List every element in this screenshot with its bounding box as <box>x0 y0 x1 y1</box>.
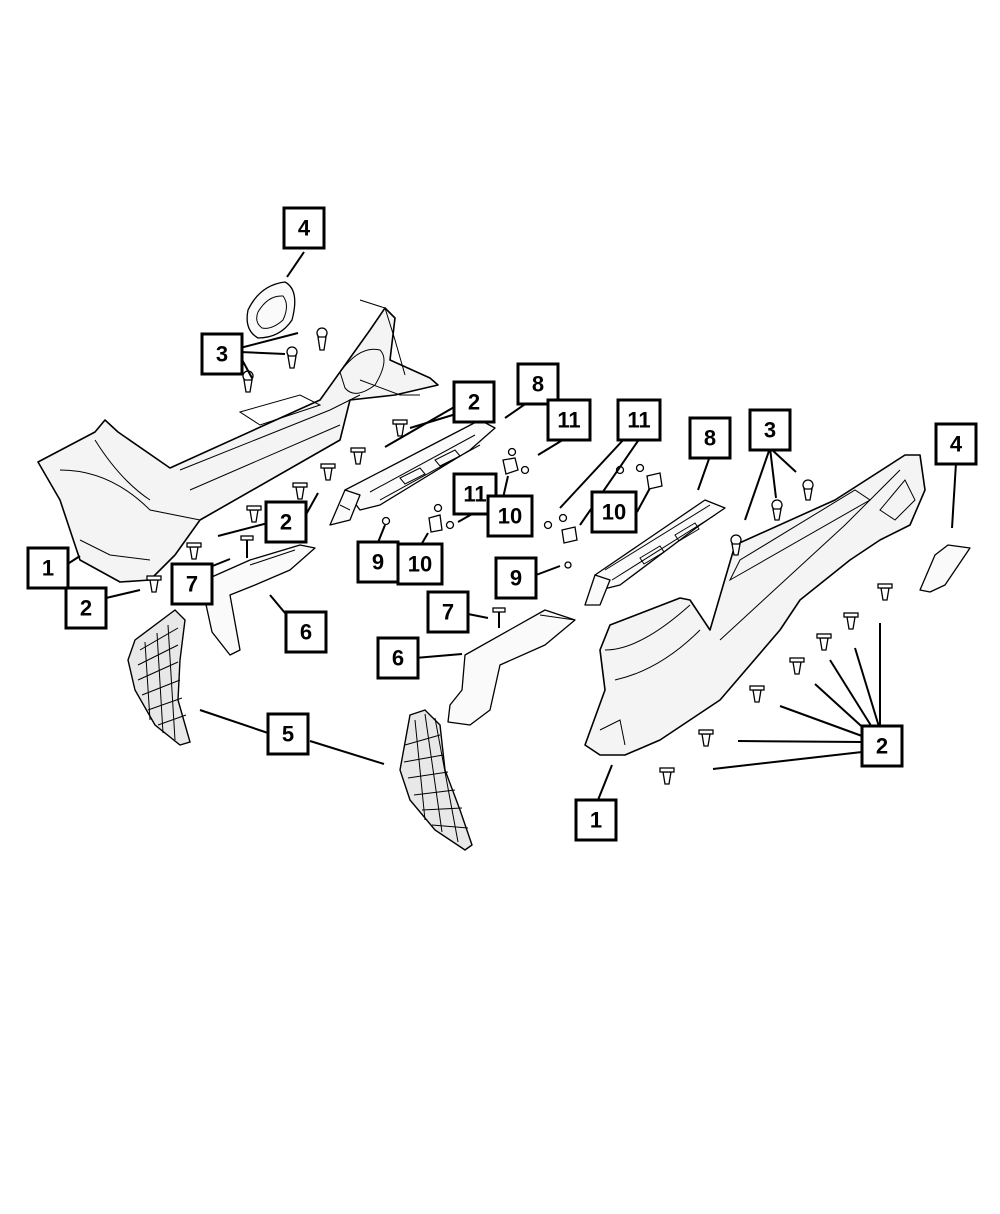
callout-label: 2 <box>468 390 480 415</box>
callout-label: 3 <box>764 418 776 443</box>
right-end-cap <box>919 544 971 593</box>
right-grille <box>399 709 473 851</box>
callout-label: 4 <box>950 432 963 457</box>
callout-10-a: 10 <box>486 494 534 538</box>
bracket-fastener <box>428 514 443 533</box>
callout-8-left: 8 <box>516 362 560 406</box>
callout-2-upper-left: 2 <box>452 380 496 424</box>
push-pin-fastener <box>659 767 675 785</box>
push-pin-fastener <box>246 505 262 523</box>
callout-label: 2 <box>80 596 92 621</box>
clip-fastener <box>771 499 783 521</box>
bolt-fastener <box>240 535 254 558</box>
callout-1-right: 1 <box>574 798 618 842</box>
clip-fastener <box>316 327 328 351</box>
callout-2-right: 2 <box>860 724 904 768</box>
callout-10-c: 10 <box>396 542 444 586</box>
small-screw <box>558 513 568 523</box>
push-pin-fastener <box>350 447 366 465</box>
callout-label: 1 <box>590 808 602 833</box>
push-pin-fastener <box>146 575 162 593</box>
push-pin-fastener <box>292 482 308 500</box>
clip-fastener <box>286 346 298 369</box>
callout-1-left: 1 <box>26 546 70 590</box>
callout-label: 6 <box>300 620 312 645</box>
callouts: 4 3 2 8 11 11 8 3 4 11 10 10 2 1 9 10 7 … <box>26 206 978 842</box>
left-sill-carrier <box>329 419 496 526</box>
push-pin-fastener <box>877 583 893 601</box>
small-screw <box>543 520 553 530</box>
callout-label: 10 <box>408 552 432 577</box>
small-screw <box>445 520 455 530</box>
push-pin-fastener <box>698 729 714 747</box>
left-splash-shield <box>204 544 316 656</box>
callout-label: 10 <box>602 500 626 525</box>
callout-label: 2 <box>876 734 888 759</box>
callout-label: 9 <box>510 566 522 591</box>
callout-label: 7 <box>442 600 454 625</box>
callout-4-right: 4 <box>934 422 978 466</box>
callout-label: 5 <box>282 722 294 747</box>
callout-label: 11 <box>557 408 580 433</box>
small-screw <box>507 447 517 457</box>
small-screw <box>635 463 645 473</box>
callout-label: 1 <box>42 556 54 581</box>
left-sill-molding <box>37 299 439 583</box>
small-screw <box>433 503 443 513</box>
callout-9-right: 9 <box>494 556 538 600</box>
right-sill-molding <box>584 454 926 756</box>
callout-3-right: 3 <box>748 408 792 452</box>
right-sill-carrier <box>584 499 726 606</box>
left-end-cap <box>246 281 296 339</box>
callout-label: 8 <box>704 426 716 451</box>
callout-4-left: 4 <box>282 206 326 250</box>
bolt-fastener <box>492 607 506 628</box>
callout-label: 3 <box>216 342 228 367</box>
push-pin-fastener <box>789 657 805 675</box>
callout-11-a: 11 <box>546 398 592 442</box>
callout-7-right: 7 <box>426 590 470 634</box>
callout-8-right: 8 <box>688 416 732 460</box>
push-pin-fastener <box>816 633 832 651</box>
callout-label: 11 <box>627 408 650 433</box>
right-splash-shield <box>447 609 576 726</box>
callout-9-left: 9 <box>356 540 400 584</box>
callout-label: 10 <box>498 504 522 529</box>
callout-label: 4 <box>298 216 311 241</box>
callout-11-b: 11 <box>616 398 662 442</box>
push-pin-fastener <box>320 463 336 481</box>
callout-label: 2 <box>280 510 292 535</box>
callout-label: 8 <box>532 372 544 397</box>
callout-10-b: 10 <box>590 490 638 534</box>
clip-fastener <box>730 534 742 556</box>
clip-fastener <box>242 370 254 393</box>
left-grille <box>127 609 191 746</box>
callout-5: 5 <box>266 712 310 756</box>
callout-3-left: 3 <box>200 332 244 376</box>
push-pin-fastener <box>392 419 408 437</box>
push-pin-fastener <box>749 685 765 703</box>
callout-label: 6 <box>392 646 404 671</box>
clip-fastener <box>802 479 814 501</box>
push-pin-fastener <box>186 542 202 560</box>
callout-2-mid-left: 2 <box>264 500 308 544</box>
callout-label: 9 <box>372 550 384 575</box>
callout-6-left: 6 <box>284 610 328 654</box>
small-screw <box>520 465 530 475</box>
callout-2-lower-left: 2 <box>64 586 108 630</box>
bracket-fastener <box>646 472 663 490</box>
push-pin-fastener <box>843 612 859 630</box>
callout-label: 11 <box>463 482 486 507</box>
callout-label: 7 <box>186 572 198 597</box>
small-screw <box>564 561 572 569</box>
small-screw <box>381 516 391 526</box>
bracket-fastener <box>502 457 519 475</box>
bracket-fastener <box>561 526 578 544</box>
callout-7-left: 7 <box>170 562 214 606</box>
callout-6-right: 6 <box>376 636 420 680</box>
